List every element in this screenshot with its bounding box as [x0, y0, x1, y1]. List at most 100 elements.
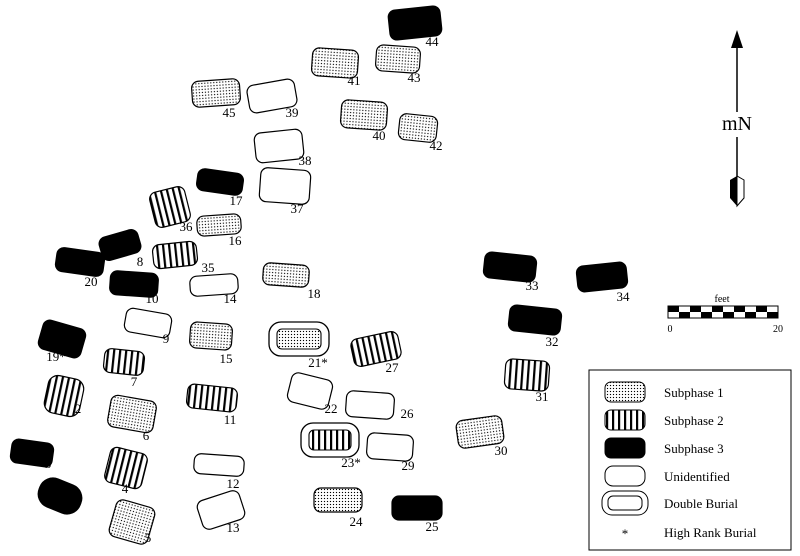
burial-31-shape: [503, 358, 551, 392]
burial-44-label: 44: [426, 34, 440, 49]
burial-3: 3: [9, 438, 55, 471]
burial-10: 10: [109, 270, 159, 306]
burial-19-label: 19*: [46, 349, 66, 364]
burial-38-shape: [253, 128, 305, 164]
burial-11-label: 11: [224, 412, 237, 427]
scale-title: feet: [715, 294, 730, 305]
burial-10-shape: [109, 270, 159, 298]
legend-symbol-high-rank: *: [622, 526, 629, 541]
burial-21-inner: [276, 328, 322, 350]
burial-18-label: 18: [308, 286, 321, 301]
burial-8-shape: [98, 229, 142, 261]
scale-min: 0: [668, 324, 673, 335]
burial-19: 19*: [37, 319, 87, 364]
burial-7-shape: [102, 348, 146, 376]
burial-26-label: 26: [401, 406, 415, 421]
burial-20-label: 20: [85, 274, 98, 289]
burial-10-label: 10: [146, 291, 159, 306]
burial-12-label: 12: [227, 476, 240, 491]
burial-33-shape: [482, 251, 538, 283]
burial-17: 17: [195, 168, 245, 208]
burial-42-shape: [397, 113, 439, 143]
burial-22: 22: [286, 372, 338, 416]
burial-13: 13: [196, 490, 246, 535]
burial-25-label: 25: [426, 519, 439, 534]
burial-25-shape: [391, 495, 443, 521]
burial-17-label: 17: [230, 193, 244, 208]
burial-27-label: 27: [386, 360, 400, 375]
burial-11-shape: [185, 383, 239, 413]
burial-29-shape: [366, 432, 414, 462]
burial-4-shape: [104, 446, 148, 490]
burial-14-label: 14: [224, 291, 238, 306]
burial-6: 6: [107, 394, 157, 443]
burial-8: 8: [98, 229, 143, 269]
burial-13-shape: [196, 490, 246, 530]
burial-24-shape: [313, 487, 363, 513]
burial-32: 32: [507, 304, 563, 349]
burial-11: 11: [185, 383, 239, 427]
burial-4-label: 4: [122, 481, 129, 496]
burial-15: 15: [189, 321, 233, 366]
burial-14-shape: [189, 273, 239, 297]
burial-36-label: 36: [180, 219, 194, 234]
burial-35-shape: [151, 240, 199, 270]
burial-39-label: 39: [286, 105, 299, 120]
north-label: mN: [722, 113, 752, 135]
burial-1: 1*: [0, 477, 83, 521]
burial-20-shape: [54, 247, 106, 277]
burial-40-shape: [339, 99, 389, 131]
burial-37-shape: [258, 167, 312, 205]
burial-30: 30: [455, 415, 508, 458]
burial-7: 7: [102, 348, 146, 389]
burial-1-label: 1*: [0, 506, 1, 521]
burial-21: 21*: [268, 321, 330, 370]
burial-33-label: 33: [526, 278, 539, 293]
legend: Subphase 1 Subphase 2 Subphase 3 Unident…: [588, 369, 792, 551]
burial-15-label: 15: [220, 351, 233, 366]
burial-32-label: 32: [546, 334, 559, 349]
burial-43: 43: [375, 44, 421, 85]
burial-35: 35: [151, 240, 215, 275]
burial-36: 36: [149, 186, 194, 234]
legend-swatch-unidentified: [604, 465, 646, 487]
burial-9-label: 9: [163, 331, 170, 346]
burial-21-label: 21*: [308, 355, 328, 370]
burial-35-label: 35: [202, 260, 215, 275]
burial-6-label: 6: [143, 428, 150, 443]
burial-44: 44: [387, 5, 443, 49]
burial-39: 39: [246, 78, 299, 120]
burial-41-shape: [310, 47, 360, 79]
burial-40-label: 40: [373, 128, 386, 143]
burial-33: 33: [482, 251, 539, 293]
burial-16: 16: [196, 213, 242, 248]
burial-32-shape: [507, 304, 563, 336]
burial-34-shape: [575, 261, 629, 293]
burial-37-label: 37: [291, 201, 305, 216]
burial-29: 29: [366, 432, 415, 473]
burial-18: 18: [262, 262, 321, 301]
burial-2: 2: [43, 374, 85, 418]
burial-30-label: 30: [495, 443, 508, 458]
legend-label-subphase3: Subphase 3: [664, 441, 724, 456]
legend-label-unidentified: Unidentified: [664, 469, 730, 484]
burial-5-shape: [108, 499, 156, 545]
burial-45-label: 45: [223, 105, 236, 120]
burial-17-shape: [195, 168, 245, 196]
burial-23-label: 23*: [341, 455, 361, 470]
legend-swatch-subphase1: [604, 381, 646, 403]
burial-31: 31: [503, 358, 551, 404]
burial-22-label: 22: [325, 401, 338, 416]
burial-20: 20: [54, 247, 106, 289]
burial-42: 42: [397, 113, 443, 153]
burial-14: 14: [189, 273, 239, 306]
burial-42-label: 42: [430, 138, 443, 153]
legend-label-high-rank: High Rank Burial: [664, 525, 757, 540]
burial-34: 34: [575, 261, 630, 304]
burial-7-label: 7: [131, 374, 138, 389]
burial-26: 26: [345, 390, 414, 421]
burial-43-label: 43: [408, 70, 421, 85]
burial-23: 23*: [300, 422, 361, 470]
burial-30-shape: [455, 415, 505, 449]
